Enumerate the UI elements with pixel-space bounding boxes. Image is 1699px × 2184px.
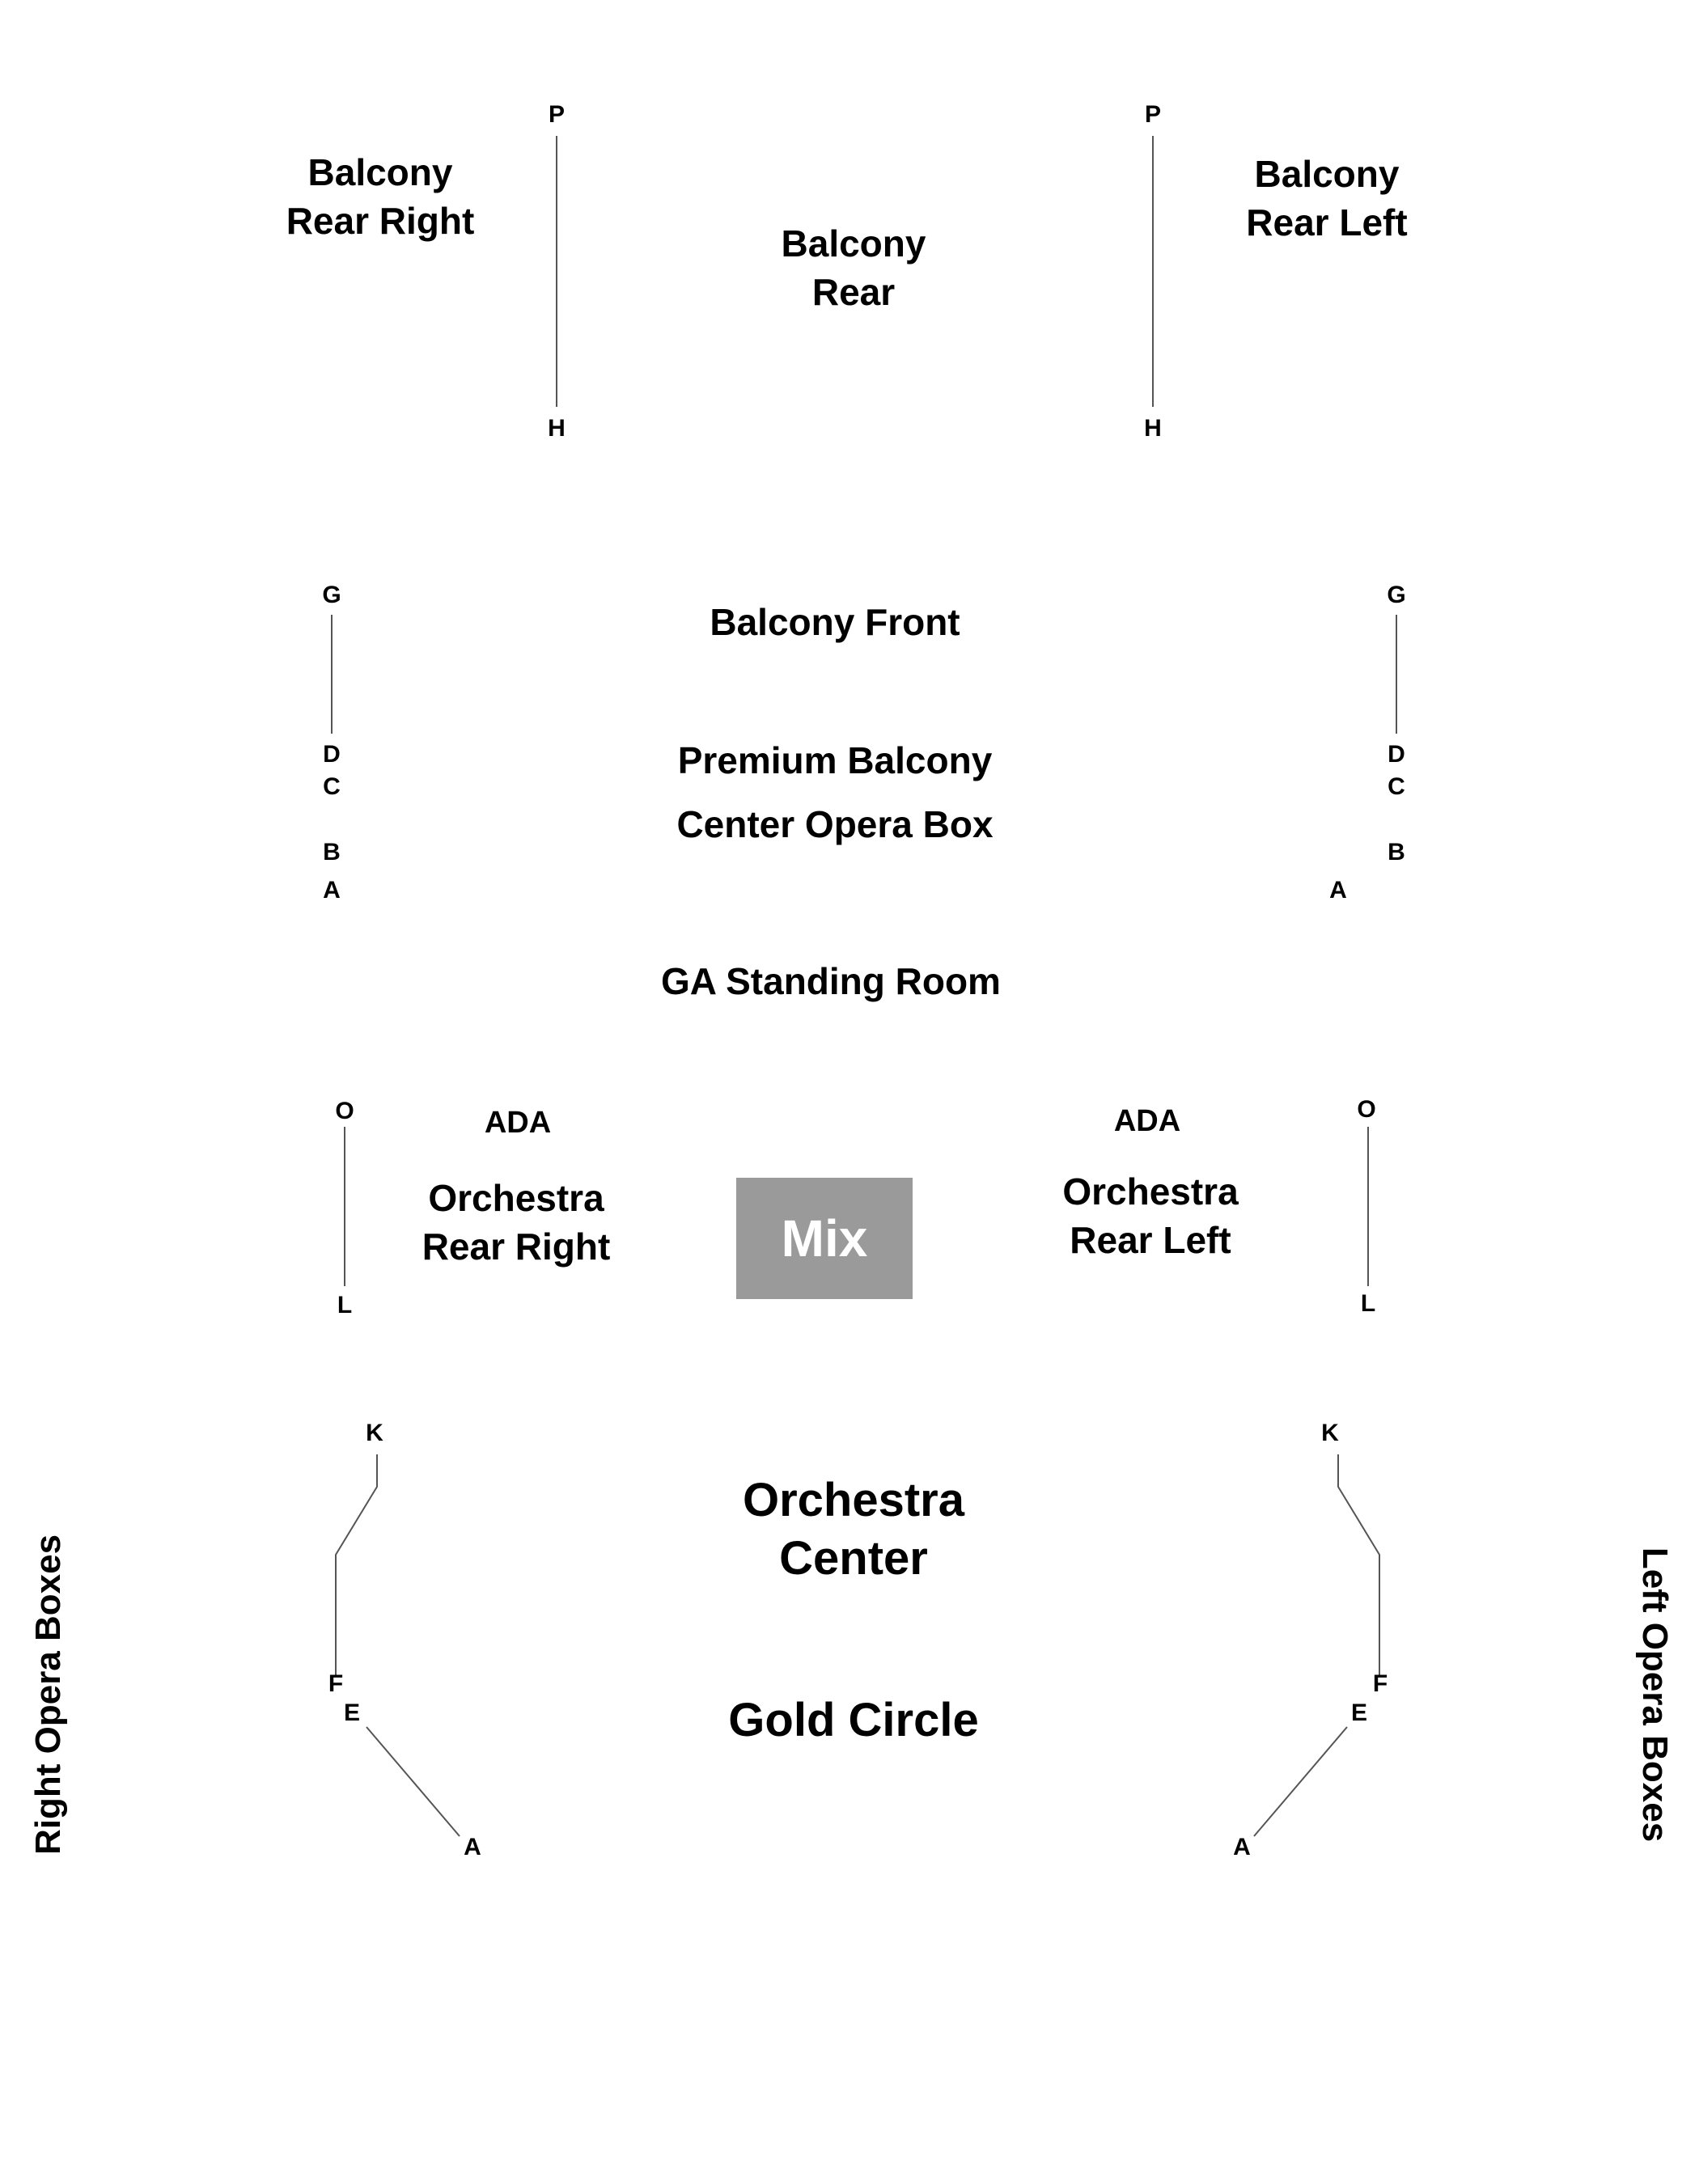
row-label-k: K (366, 1420, 383, 1446)
section-premium-balcony[interactable]: Premium Balcony (677, 739, 993, 781)
mix-position[interactable]: Mix (736, 1178, 913, 1299)
orchestra-center-left-row-line (1337, 1454, 1380, 1675)
section-center-opera-box[interactable]: Center Opera Box (676, 803, 994, 845)
row-label-d: D (323, 741, 341, 768)
section-balcony-rear-right[interactable]: Balcony Rear Right (286, 151, 475, 242)
row-label-l: L (1360, 1290, 1376, 1317)
section-ga-standing-room[interactable]: GA Standing Room (661, 960, 1001, 1002)
section-balcony-rear[interactable]: Balcony Rear (781, 222, 926, 313)
row-label-f: F (328, 1670, 344, 1697)
row-label-k: K (1321, 1420, 1339, 1446)
row-label-a: A (1233, 1834, 1251, 1860)
section-ada-right[interactable]: ADA (484, 1106, 552, 1140)
row-label-g: G (1387, 582, 1406, 608)
section-gold-circle[interactable]: Gold Circle (728, 1694, 979, 1746)
row-label-p: P (548, 101, 566, 128)
section-left-opera-boxes[interactable]: Left Opera Boxes (1635, 1547, 1675, 1843)
row-label-e: E (1350, 1699, 1368, 1726)
gold-circle-right-row-line (366, 1726, 460, 1837)
row-label-e: E (343, 1699, 361, 1726)
orchestra-center-right-row-line (335, 1454, 378, 1675)
row-label-b: B (323, 839, 341, 866)
section-right-opera-boxes[interactable]: Right Opera Boxes (28, 1534, 68, 1856)
gold-circle-left-row-line (1253, 1726, 1348, 1837)
section-orchestra-center[interactable]: Orchestra Center (742, 1474, 965, 1585)
row-label-o: O (335, 1098, 354, 1124)
row-label-a: A (464, 1834, 481, 1860)
section-orchestra-rear-left[interactable]: Orchestra Rear Left (1062, 1170, 1239, 1261)
row-label-o: O (1357, 1096, 1376, 1123)
row-label-h: H (1144, 415, 1162, 442)
section-balcony-rear-left[interactable]: Balcony Rear Left (1246, 153, 1408, 243)
row-label-f: F (1372, 1670, 1388, 1697)
row-label-h: H (548, 415, 566, 442)
row-label-g: G (322, 582, 341, 608)
row-label-c: C (1388, 773, 1405, 800)
row-label-c: C (323, 773, 341, 800)
row-label-d: D (1388, 741, 1405, 768)
row-label-p: P (1144, 101, 1162, 128)
section-balcony-front[interactable]: Balcony Front (710, 601, 960, 643)
section-ada-left[interactable]: ADA (1113, 1104, 1181, 1138)
row-label-b: B (1388, 839, 1405, 866)
row-label-a: A (1329, 877, 1347, 904)
row-label-l: L (337, 1292, 353, 1318)
section-orchestra-rear-right[interactable]: Orchestra Rear Right (422, 1177, 611, 1268)
row-label-a: A (323, 877, 341, 904)
